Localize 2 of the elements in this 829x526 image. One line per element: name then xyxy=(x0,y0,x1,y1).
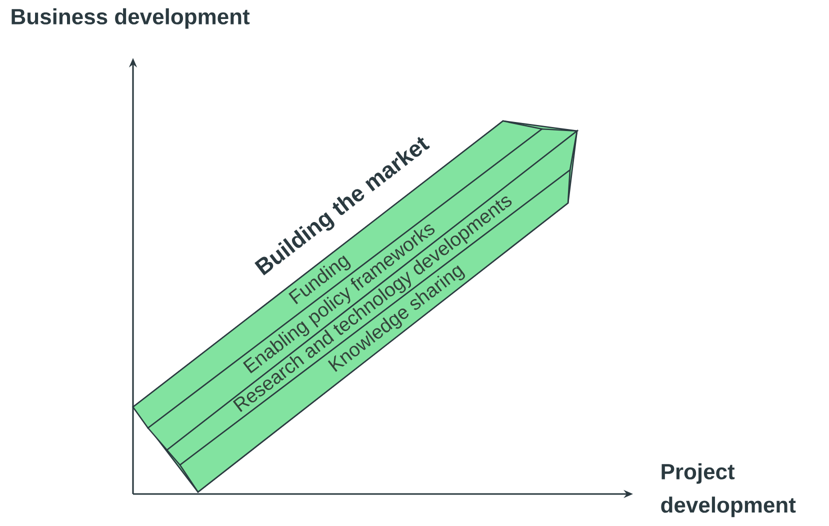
axis-label: Business development xyxy=(12,8,250,29)
axis-label: Project development xyxy=(661,463,796,518)
